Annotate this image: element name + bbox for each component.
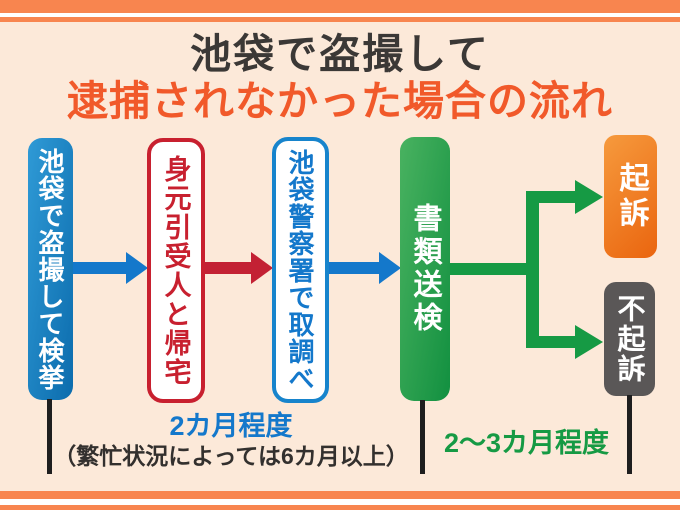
outcome-label-non-prosecution: 不起訴: [614, 294, 646, 384]
timeline-tick-middle: [420, 400, 425, 474]
duration-first-interval-label: 2カ月程度: [169, 411, 293, 441]
step-box-released-with-guarantor: 身元引受人と帰宅: [147, 138, 205, 403]
arrow-1-body: [73, 262, 126, 274]
step-box-papers-sent-to-prosecutor: 書類送検: [400, 137, 450, 401]
step-label-police-interrogation: 池袋警察署で取調べ: [285, 148, 315, 392]
timeline-tick-left: [47, 399, 52, 474]
page-title: 池袋で盗撮して 逮捕されなかった場合の流れ: [0, 31, 680, 125]
title-line-2: 逮捕されなかった場合の流れ: [67, 78, 613, 124]
top-border-stripe-thick: [0, 0, 680, 13]
outcome-box-non-prosecution: 不起訴: [604, 282, 655, 396]
duration-second-interval-label: 2〜3カ月程度: [443, 428, 610, 458]
bottom-border-stripe-gap: [0, 499, 680, 505]
step-box-police-interrogation: 池袋警察署で取調べ: [272, 137, 329, 403]
branch-line-main: [450, 263, 539, 275]
branch-line-bottom: [526, 336, 575, 348]
step-label-papers-sent-to-prosecutor: 書類送検: [409, 203, 441, 335]
branch-arrow-bottom-head-icon: [575, 325, 603, 359]
arrow-2-body: [205, 262, 251, 274]
arrow-2-head-icon: [251, 252, 273, 284]
outcome-box-prosecution: 起訴: [604, 135, 657, 258]
step-label-caught-voyeurism: 池袋で盗撮して検挙: [35, 147, 65, 391]
step-box-caught-voyeurism: 池袋で盗撮して検挙: [28, 138, 73, 400]
branch-arrow-top-head-icon: [575, 180, 603, 214]
outcome-label-prosecution: 起訴: [614, 161, 648, 232]
arrow-3-body: [329, 262, 379, 274]
step-label-released-with-guarantor: 身元引受人と帰宅: [160, 154, 191, 387]
bottom-border-stripe-thick: [0, 491, 680, 499]
arrow-1-head-icon: [126, 252, 148, 284]
branch-line-vertical: [526, 191, 539, 348]
arrow-3-head-icon: [379, 252, 401, 284]
duration-first-interval-note: （繁忙状況によっては6カ月以上）: [53, 443, 409, 469]
top-border-stripe-thin: [0, 17, 680, 22]
timeline-tick-right: [627, 395, 632, 474]
bottom-border-stripe-thin: [0, 505, 680, 510]
branch-line-top: [526, 191, 575, 203]
top-border-stripe-gap: [0, 13, 680, 17]
duration-first-interval: 2カ月程度 （繁忙状況によっては6カ月以上）: [31, 411, 431, 470]
title-line-1: 池袋で盗撮して: [190, 31, 490, 77]
